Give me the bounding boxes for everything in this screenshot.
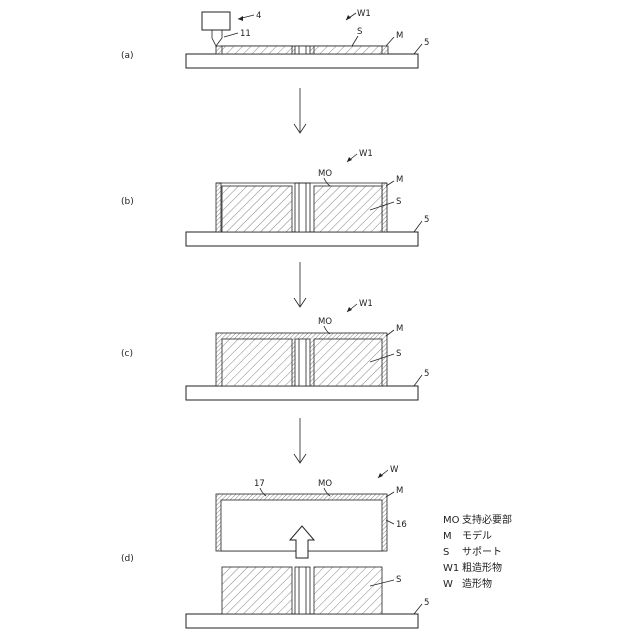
panel-a-label: (a)	[121, 51, 134, 61]
legend-key-w1: W1	[443, 563, 459, 574]
panel-d: (d) W 17 MO M 16 S 5	[121, 465, 429, 628]
callout-m-d: M	[396, 486, 403, 496]
callout-s-a: S	[357, 27, 362, 37]
callout-mo-c: MO	[318, 317, 332, 327]
nozzle	[212, 30, 222, 46]
callout-17: 17	[254, 479, 265, 489]
callout-w1-c: W1	[359, 299, 373, 309]
callout-w1-a: W1	[357, 9, 371, 19]
legend-key-w: W	[443, 579, 453, 590]
model-wall-right-b	[382, 183, 387, 232]
callout-5-c: 5	[424, 369, 429, 379]
legend-key-s: S	[443, 547, 449, 558]
print-head	[202, 12, 230, 30]
arrow-a-b	[294, 88, 306, 133]
callout-m-c: M	[396, 324, 403, 334]
callout-s-b: S	[396, 197, 401, 207]
callout-mo-d: MO	[318, 479, 332, 489]
callout-16: 16	[396, 520, 407, 530]
legend-text-w: 造形物	[462, 577, 492, 590]
legend-text-mo: 支持必要部	[462, 513, 512, 526]
support-left-c	[222, 339, 292, 386]
center-post-b	[295, 183, 310, 232]
panel-a: (a) 4 11 W1 S M 5	[121, 9, 429, 68]
callout-5-d: 5	[424, 598, 429, 608]
panel-c: (c) W1 MO M S 5	[121, 299, 429, 400]
stage-d	[186, 614, 418, 628]
arrow-c-d	[294, 418, 306, 463]
support-left-b	[222, 186, 292, 232]
legend-text-m: モデル	[462, 529, 492, 542]
model-wall-left-b	[216, 183, 221, 232]
legend-text-s: サポート	[462, 546, 502, 558]
panel-b: (b) MO W1 M S 5	[121, 149, 429, 246]
callout-11: 11	[240, 29, 251, 39]
support-left-d	[222, 567, 292, 614]
stage-c	[186, 386, 418, 400]
panel-b-label: (b)	[121, 197, 134, 207]
legend-text-w1: 粗造形物	[462, 561, 502, 574]
callout-s-d: S	[396, 575, 401, 585]
center-post-a	[295, 46, 310, 54]
callout-s-c: S	[396, 349, 401, 359]
callout-4: 4	[256, 11, 261, 21]
callout-w1-b: W1	[359, 149, 373, 159]
support-right-d	[314, 567, 382, 614]
stage-b	[186, 232, 418, 246]
support-left-a	[222, 46, 292, 54]
callout-5-b: 5	[424, 215, 429, 225]
support-right-a	[314, 46, 382, 54]
center-post-d	[295, 567, 310, 614]
center-post-c	[295, 339, 310, 386]
callout-5-a: 5	[424, 38, 429, 48]
panel-d-label: (d)	[121, 554, 134, 564]
callout-m-b: M	[396, 175, 403, 185]
panel-c-label: (c)	[121, 349, 133, 359]
legend-key-m: M	[443, 531, 452, 542]
stage-a	[186, 54, 418, 68]
legend: MO 支持必要部 M モデル S サポート W1 粗造形物 W 造形物	[443, 513, 512, 590]
support-right-c	[314, 339, 382, 386]
legend-key-mo: MO	[443, 515, 460, 526]
callout-m-a: M	[396, 31, 403, 41]
arrow-b-c	[294, 262, 306, 307]
callout-mo-b: MO	[318, 169, 332, 179]
callout-w-d: W	[390, 465, 399, 475]
